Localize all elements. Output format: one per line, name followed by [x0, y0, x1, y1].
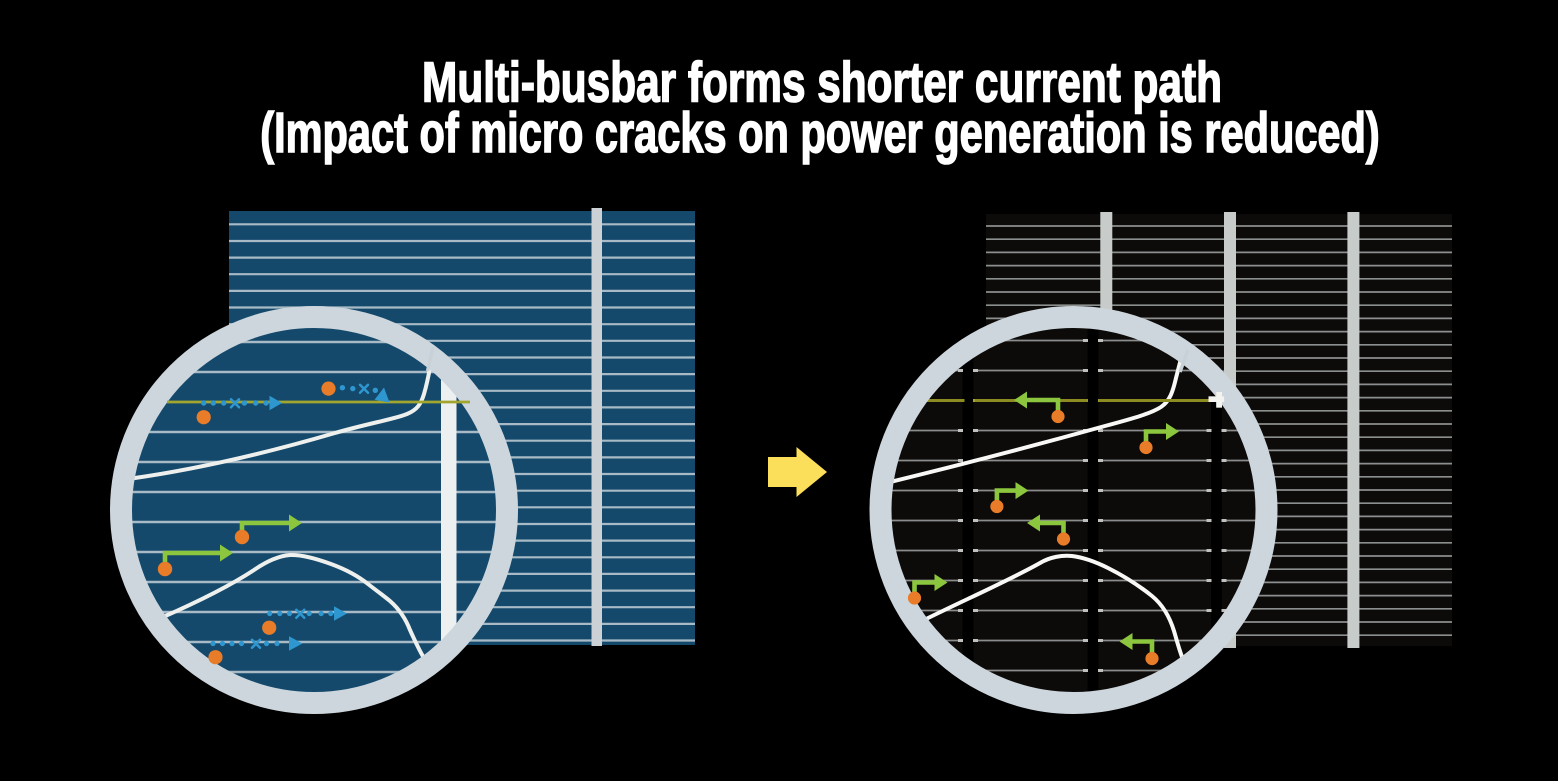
svg-text:(Impact of micro cracks on pow: (Impact of micro cracks on power generat… — [260, 101, 1379, 165]
svg-text:Multi-busbar forms shorter cur: Multi-busbar forms shorter current path — [422, 50, 1222, 114]
